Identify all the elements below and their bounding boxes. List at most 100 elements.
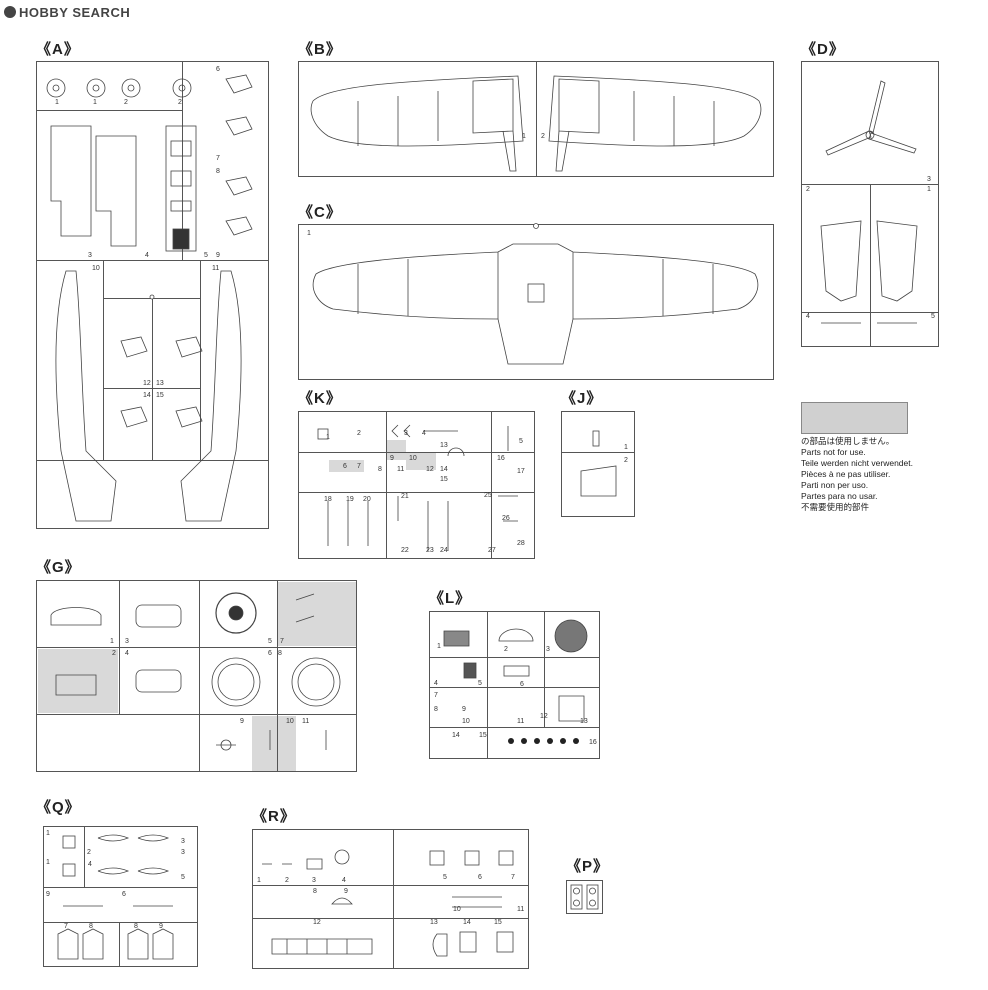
sprue-p-parts: [570, 884, 599, 910]
part-number: 10: [462, 718, 470, 725]
part-number: 1: [307, 230, 311, 237]
part-number: 9: [240, 718, 244, 725]
part-number: 13: [430, 919, 438, 926]
part-number: 6: [343, 463, 347, 470]
part-number: 10: [286, 718, 294, 725]
sprue-b-label: 《B》: [298, 41, 342, 58]
part-number: 13: [440, 442, 448, 449]
sprue-b-parts: [310, 75, 762, 172]
sprue-g-frame: [36, 580, 357, 772]
part-number: 3: [181, 849, 185, 856]
part-number: 1: [437, 643, 441, 650]
part-number: 14: [452, 732, 460, 739]
sprue-j-label: 《J》: [561, 390, 603, 407]
part-number: 2: [112, 650, 116, 657]
sprue-q-frame: [43, 826, 198, 967]
sprue-l-parts: [443, 619, 588, 744]
part-number: 1: [624, 444, 628, 451]
part-number: 5: [931, 313, 935, 320]
part-number: 14: [143, 392, 151, 399]
part-number: 8: [313, 888, 317, 895]
not-for-use-swatch: [801, 402, 908, 434]
part-number: 4: [342, 877, 346, 884]
part-number: 14: [440, 466, 448, 473]
part-number: 7: [511, 874, 515, 881]
part-number: 15: [156, 392, 164, 399]
part-number: 9: [390, 455, 394, 462]
part-number: 24: [440, 547, 448, 554]
part-number: 5: [478, 680, 482, 687]
site-logo: HOBBY SEARCH: [4, 4, 130, 20]
sprue-r-frame: [252, 829, 529, 969]
part-number: 5: [268, 638, 272, 645]
part-number: 4: [145, 252, 149, 259]
part-number: 3: [546, 646, 550, 653]
part-number: 9: [462, 706, 466, 713]
part-number: 25: [484, 492, 492, 499]
part-number: 6: [122, 891, 126, 898]
part-number: 5: [181, 874, 185, 881]
part-number: 2: [624, 457, 628, 464]
sprue-k-label: 《K》: [298, 390, 342, 407]
sprue-k-parts: [317, 424, 518, 551]
sprue-r-label: 《R》: [252, 808, 296, 825]
part-number: 9: [46, 891, 50, 898]
part-number: 8: [278, 650, 282, 657]
part-number: 28: [517, 540, 525, 547]
part-number: 2: [178, 99, 182, 106]
part-number: 2: [504, 646, 508, 653]
part-number: 2: [357, 430, 361, 437]
part-number: 3: [312, 877, 316, 884]
part-number: 5: [519, 438, 523, 445]
part-number: 8: [134, 923, 138, 930]
propeller-part: [868, 80, 886, 134]
legend-fr: Pièces à ne pas utiliser.: [801, 469, 891, 479]
part-number: 21: [401, 493, 409, 500]
sprue-j-frame: [561, 411, 635, 517]
part-number: 3: [927, 176, 931, 183]
part-number: 13: [580, 718, 588, 725]
part-number: 15: [494, 919, 502, 926]
part-number: 3: [88, 252, 92, 259]
part-number: 10: [453, 906, 461, 913]
sprue-g-parts: [50, 592, 341, 751]
part-number: 27: [488, 547, 496, 554]
part-number: 1: [927, 186, 931, 193]
part-number: 1: [326, 434, 330, 441]
sprue-p-label: 《P》: [566, 858, 610, 875]
part-number: 14: [463, 919, 471, 926]
part-number: 11: [302, 718, 310, 725]
logo-badge-icon: [4, 6, 16, 18]
part-number: 12: [143, 380, 151, 387]
sprue-b-frame: [298, 61, 774, 177]
part-number: 1: [93, 99, 97, 106]
part-number: 17: [517, 468, 525, 475]
part-number: 23: [426, 547, 434, 554]
engine-part: [215, 592, 257, 634]
part-number: 4: [125, 650, 129, 657]
part-number: 6: [216, 66, 220, 73]
part-number: 11: [517, 906, 525, 913]
part-number: 12: [313, 919, 321, 926]
part-number: 5: [204, 252, 208, 259]
part-number: 10: [92, 265, 100, 272]
part-number: 1: [522, 133, 526, 140]
sprue-q-parts: [57, 834, 174, 960]
part-number: 9: [216, 252, 220, 259]
part-number: 6: [268, 650, 272, 657]
legend-zh: 不需要使用的部件: [801, 502, 870, 512]
part-number: 4: [434, 680, 438, 687]
part-number: 19: [346, 496, 354, 503]
part-number: 1: [46, 830, 50, 837]
part-number: 2: [285, 877, 289, 884]
part-number: 6: [520, 681, 524, 688]
part-number: 11: [397, 466, 405, 473]
part-number: 2: [87, 849, 91, 856]
part-number: 7: [64, 923, 68, 930]
part-number: 6: [478, 874, 482, 881]
part-number: 2: [806, 186, 810, 193]
legend-it: Parti non per uso.: [801, 480, 869, 490]
part-number: 15: [479, 732, 487, 739]
part-number: 7: [216, 155, 220, 162]
sprue-j-parts: [580, 430, 617, 497]
